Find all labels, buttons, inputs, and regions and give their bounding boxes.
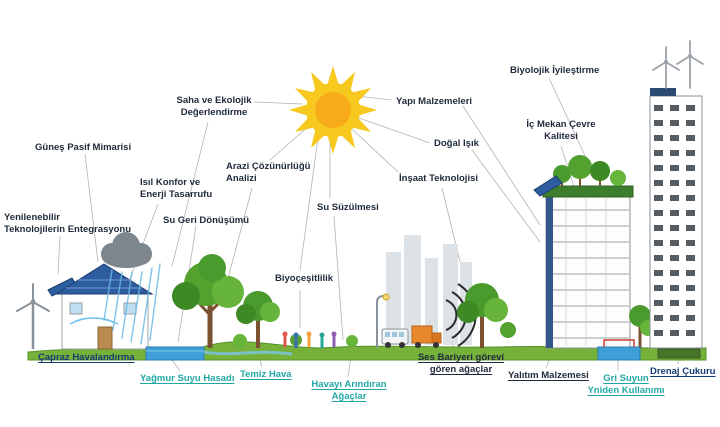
label-ses-bariyeri: Ses Bariyeri görevi gören ağaçlar [417, 352, 505, 376]
label-drenaj-cukuru: Drenaj Çukuru [650, 366, 716, 377]
label-yapi-malzemeleri: Yapı Malzemeleri [396, 96, 473, 107]
label-dogal-isik: Doğal Işık [434, 138, 479, 149]
label-ic-mekan-cevre-kalitesi: İç Mekan Çevre Kalitesi [526, 119, 596, 143]
people-icons [282, 331, 337, 349]
water-stream-icon [203, 350, 293, 356]
roof-garden-icon [542, 155, 634, 198]
label-arazi-cozunurlugu-analizi: Arazi Çözünürlüğü Analizi [226, 161, 311, 185]
label-su-suzulmesi: Su Süzülmesi [317, 202, 379, 213]
label-capraz-havalandirma: Çapraz Havalandırma [38, 352, 135, 363]
label-yenilenebilir-teknolojiler: Yenilenebilir Teknolojilerin Entegrasyon… [4, 212, 132, 236]
label-havayi-arindiran-agaclar: Havayı Arındıran Ağaçlar [311, 379, 387, 403]
label-su-geri-donusumu: Su Geri Dönüşümü [163, 215, 250, 226]
label-temiz-hava: Temiz Hava [240, 369, 292, 380]
highrise-icon [649, 40, 704, 349]
solar-house-icon [54, 263, 154, 350]
label-biyolojik-iyilestirme: Biyolojik İyileştirme [510, 65, 600, 76]
label-isil-konfor: Isıl Konfor ve Enerji Tasarrufu [140, 177, 213, 201]
rain-icon [103, 263, 161, 345]
label-yalitim-malzemesi: Yalıtım Malzemesi [508, 370, 589, 381]
rainwater-basin-icon [145, 346, 205, 361]
truck-icon [411, 325, 442, 348]
label-biyocesitlilik: Biyoçeşitlilik [275, 273, 334, 284]
label-insaat-teknolojisi: İnşaat Teknolojisi [399, 173, 479, 184]
eco-building-icon [533, 155, 634, 349]
label-yagmur-suyu-hasadi: Yağmur Suyu Hasadı [140, 373, 235, 384]
street-lamp-icon [376, 293, 390, 348]
trees-right-icon [457, 283, 516, 348]
label-saha-ekolojik-degerlendirme: Saha ve Ekolojik Değerlendirme [176, 95, 252, 119]
rain-cloud-icon [101, 232, 161, 345]
wind-turbine-icon [16, 283, 50, 349]
roof-pv-panel-icon [533, 175, 563, 197]
drainage-pit-icon [657, 348, 701, 359]
bus-icon [381, 328, 409, 348]
trees-left-icon [172, 254, 358, 348]
roof-wind-turbines-icon [652, 40, 704, 89]
greywater-basin-icon [597, 339, 641, 361]
label-gri-suyun-kullanimi: Gri Suyun Yniden Kullanımı [587, 373, 665, 397]
label-gunes-pasif-mimarisi: Güneş Pasif Mimarisi [35, 142, 132, 153]
sun-icon [289, 66, 377, 154]
